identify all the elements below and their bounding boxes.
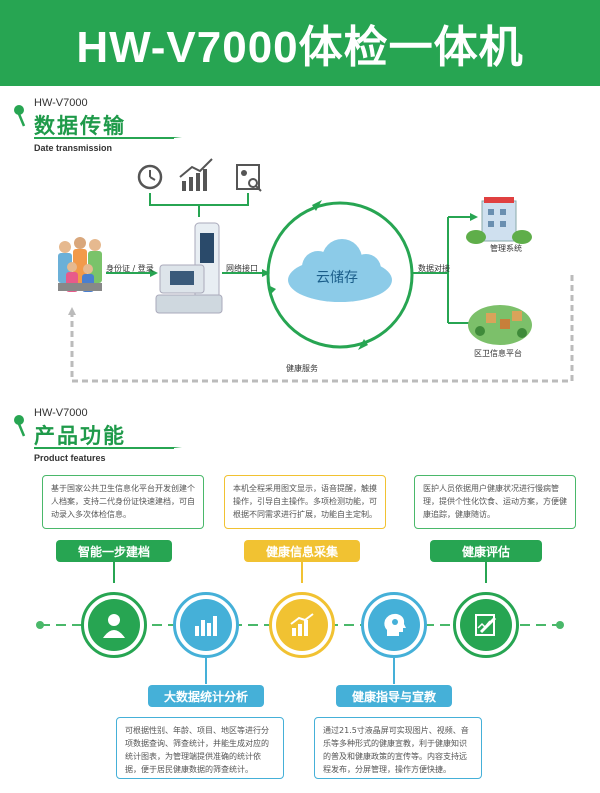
feature-box-guidance: 通过21.5寸液晶屏可实现图片、视频、音乐等多种形式的健康宣教，利于健康知识的普… xyxy=(314,717,482,779)
tag-smart-archive: 智能一步建档 xyxy=(56,540,172,562)
history-icon xyxy=(137,164,163,190)
bar-chart-icon xyxy=(180,599,232,651)
tag-health-collection: 健康信息采集 xyxy=(244,540,360,562)
pin-icon xyxy=(14,105,26,127)
tag-big-data-statistics: 大数据统计分析 xyxy=(148,685,264,707)
feature-box-collection: 本机全程采用图文显示，语音提醒，触摸操作，引导自主操作。多项检测功能，可根据不同… xyxy=(224,475,386,529)
title-banner: HW-V7000体检一体机 xyxy=(0,0,600,86)
section2-model: HW-V7000 xyxy=(34,407,88,419)
feature-box-statistics: 可根据性别、年龄、项目、地区等进行分项数据查询、筛查统计，并能生成对应的统计图表… xyxy=(116,717,284,779)
feature-box-assessment: 医护人员依据用户健康状况进行慢病管理，提供个性化饮食、运动方案，方便健康追踪，健… xyxy=(414,475,576,529)
tag-health-assessment: 健康评估 xyxy=(430,540,542,562)
cloud-icon xyxy=(288,239,392,302)
data-sync-label: 数据对接 xyxy=(418,264,450,273)
tag-health-guidance: 健康指导与宣教 xyxy=(336,685,452,707)
section2-subtitle: Product features xyxy=(34,453,106,463)
id-login-label: 身份证 / 登录 xyxy=(106,264,154,273)
person-icon xyxy=(88,599,140,651)
section2-underline xyxy=(34,447,182,449)
kiosk-machine-image xyxy=(155,222,223,314)
network-interface-label: 网络接口 xyxy=(226,264,258,273)
section1-subtitle: Date transmission xyxy=(34,143,113,153)
health-service-label: 健康服务 xyxy=(286,364,318,373)
data-transmission-diagram xyxy=(58,158,574,383)
people-group-image xyxy=(58,237,102,292)
section2-title: 产品功能 xyxy=(34,424,126,448)
section1-model: HW-V7000 xyxy=(34,97,88,109)
record-search-icon xyxy=(236,164,262,192)
growth-chart-icon xyxy=(276,599,328,651)
feature-box-archive: 基于国家公共卫生信息化平台开发创建个人档案，支持二代身份证快速建档，可自动录入多… xyxy=(42,475,204,529)
management-system-label: 管理系统 xyxy=(490,244,522,253)
community-area-image xyxy=(468,305,532,345)
community-platform-label: 区卫信息平台 xyxy=(474,349,522,358)
section1-title: 数据传输 xyxy=(34,114,126,138)
cloud-storage-label: 云储存 xyxy=(316,270,358,286)
section1-underline xyxy=(34,137,182,139)
page-title: HW-V7000体检一体机 xyxy=(76,23,524,72)
pin-icon xyxy=(14,415,26,437)
hospital-building-image xyxy=(466,197,532,244)
trend-chart-icon xyxy=(179,158,213,191)
head-idea-icon xyxy=(368,599,420,651)
document-edit-icon xyxy=(460,599,512,651)
